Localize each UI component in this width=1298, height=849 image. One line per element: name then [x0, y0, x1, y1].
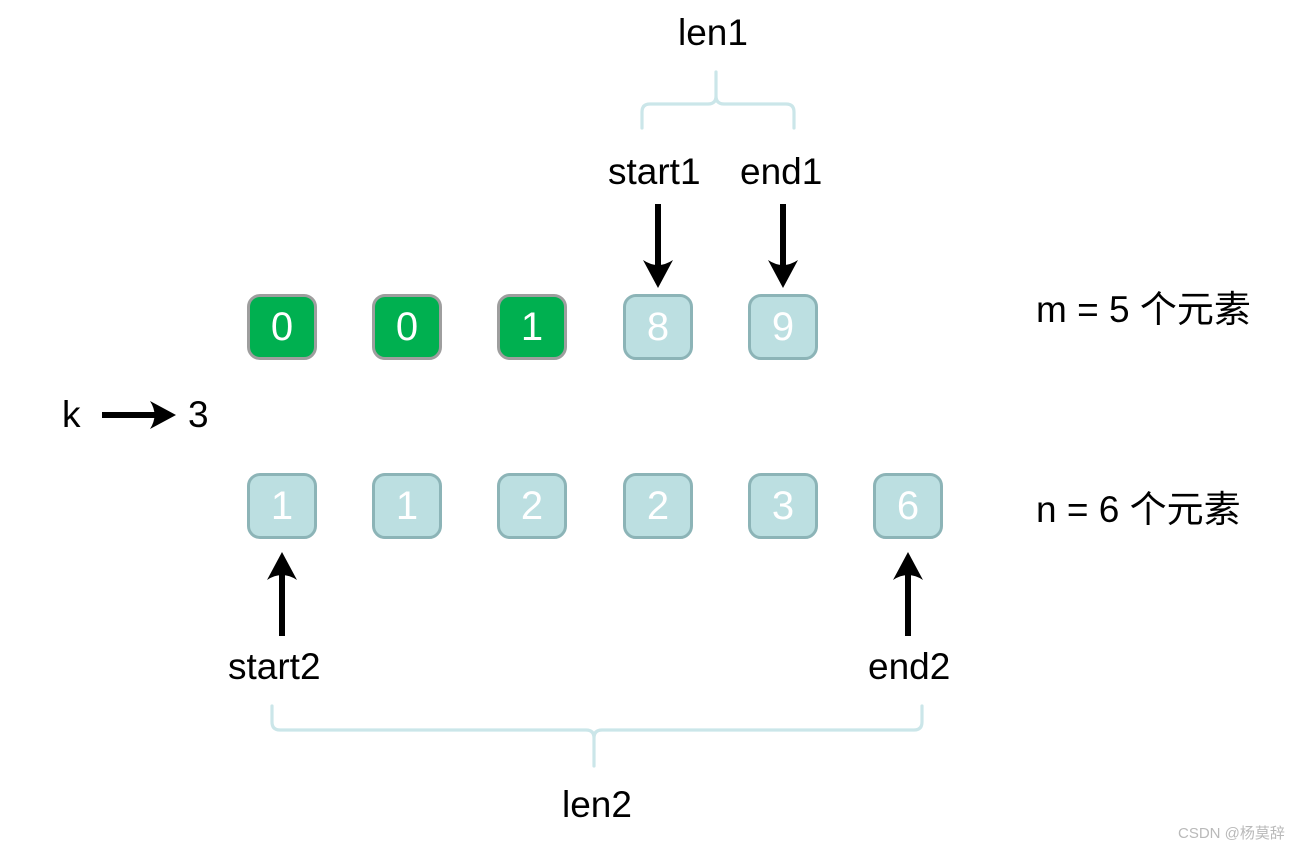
- len2-label: len2: [562, 784, 632, 825]
- end1-arrow-down-icon: [768, 204, 798, 288]
- end2-label: end2: [868, 646, 951, 687]
- array2-count-note: n = 6 个元素: [1036, 489, 1241, 530]
- len1-label: len1: [678, 12, 748, 53]
- k-variable-label: k: [62, 394, 81, 435]
- k-value-label: 3: [188, 394, 209, 435]
- len1-brace: [640, 70, 796, 130]
- array1-cell-4[interactable]: 9: [748, 294, 818, 360]
- array2-cell-0[interactable]: 1: [247, 473, 317, 539]
- array2-cell-5[interactable]: 6: [873, 473, 943, 539]
- array2-cell-4[interactable]: 3: [748, 473, 818, 539]
- array1-cell-1[interactable]: 0: [372, 294, 442, 360]
- len2-brace: [270, 704, 924, 768]
- array1-cell-3[interactable]: 8: [623, 294, 693, 360]
- csdn-watermark: CSDN @杨莫辞: [1178, 825, 1285, 842]
- array1-cell-0[interactable]: 0: [247, 294, 317, 360]
- array2-cell-1[interactable]: 1: [372, 473, 442, 539]
- start1-arrow-down-icon: [643, 204, 673, 288]
- end1-label: end1: [740, 151, 823, 192]
- start2-arrow-up-icon: [267, 552, 297, 636]
- array2-cell-2[interactable]: 2: [497, 473, 567, 539]
- start2-label: start2: [228, 646, 321, 687]
- end2-arrow-up-icon: [893, 552, 923, 636]
- array2-cell-3[interactable]: 2: [623, 473, 693, 539]
- start1-label: start1: [608, 151, 701, 192]
- array1-count-note: m = 5 个元素: [1036, 289, 1251, 330]
- array1-cell-2[interactable]: 1: [497, 294, 567, 360]
- k-arrow-right-icon: [102, 401, 176, 429]
